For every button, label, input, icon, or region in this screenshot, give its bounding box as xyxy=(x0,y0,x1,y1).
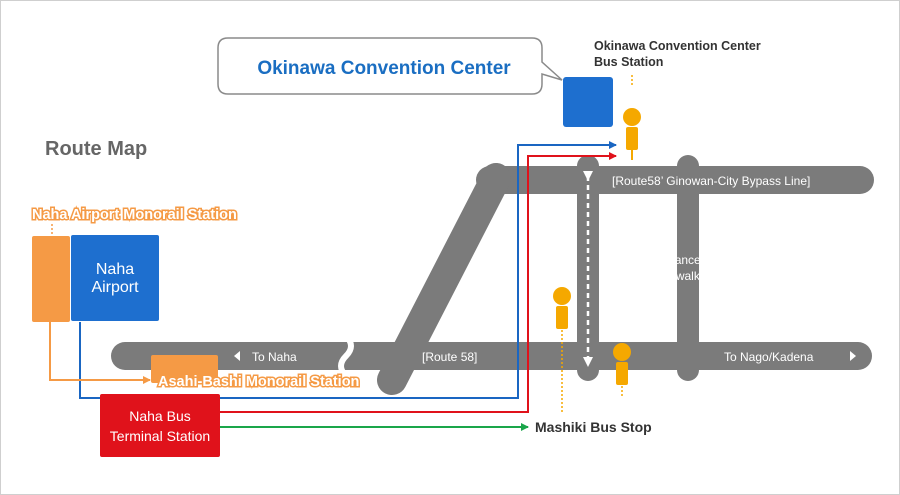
roads xyxy=(111,155,874,395)
orange-route-line xyxy=(49,322,151,384)
bus-stop-icon xyxy=(623,75,641,160)
convention-bus-station-label-2: Bus Station xyxy=(594,55,663,69)
bus-stop-icon xyxy=(613,343,631,385)
naha-airport-monorail-station-label: Naha Airport Monorail Station xyxy=(32,207,237,223)
asahi-bashi-monorail-block xyxy=(151,355,218,383)
naha-bus-terminal-box xyxy=(100,394,220,457)
blue-route-line xyxy=(79,141,617,399)
mashiki-bus-stop-label: Mashiki Bus Stop xyxy=(535,419,652,435)
red-route-line xyxy=(220,152,617,413)
road-break-mark xyxy=(338,333,354,379)
convention-center-building xyxy=(563,77,613,127)
convention-center-callout: Okinawa Convention Center xyxy=(217,37,563,95)
to-naha-label: To Naha xyxy=(252,350,297,364)
naha-airport-box xyxy=(71,235,159,321)
bypass-label: [Route58’ Ginowan-City Bypass Line] xyxy=(612,174,810,188)
route-lines xyxy=(49,141,617,431)
map-heading: Route Map xyxy=(45,138,147,160)
asahi-bashi-monorail-station-label: Asahi-Bashi Monorail Station xyxy=(158,374,359,390)
naha-airport-monorail-block xyxy=(32,236,70,322)
to-nago-label: To Nago/Kadena xyxy=(724,350,814,364)
distance-label-1: 900meter distance/ xyxy=(602,253,705,267)
arrow-right-icon xyxy=(850,351,856,361)
callout-bubble xyxy=(217,37,563,95)
naha-bus-terminal-label-2: Terminal Station xyxy=(110,428,210,444)
naha-bus-terminal-label-1: Naha Bus xyxy=(129,408,190,424)
route-58-label: [Route 58] xyxy=(422,350,477,364)
arrow-left-icon xyxy=(234,351,240,361)
naha-airport-label-1: Naha xyxy=(96,261,134,278)
callout-title: Okinawa Convention Center xyxy=(257,58,511,79)
distance-label-2: 11minutes by walk xyxy=(602,269,701,283)
bus-stop-icon xyxy=(553,287,571,329)
convention-bus-station-label-1: Okinawa Convention Center xyxy=(594,39,761,53)
naha-airport-label-2: Airport xyxy=(91,279,139,296)
